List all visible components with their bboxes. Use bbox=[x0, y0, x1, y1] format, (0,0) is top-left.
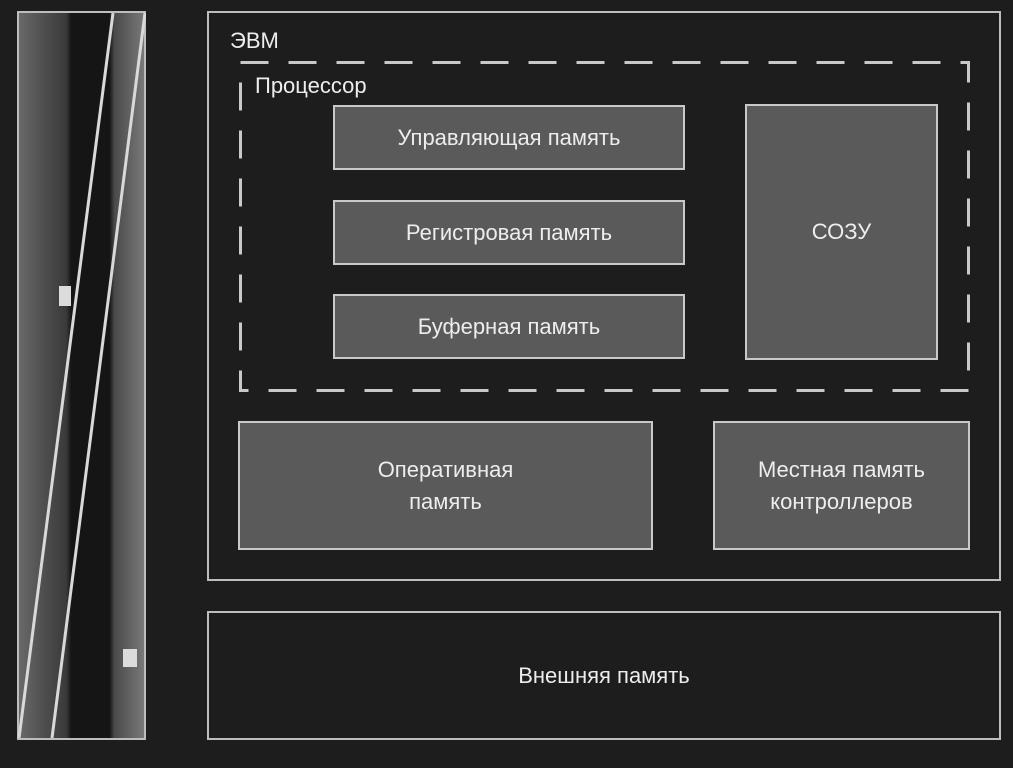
buffer-memory-label: Буферная память bbox=[417, 313, 601, 339]
memory-hierarchy-column bbox=[17, 11, 146, 740]
control-memory-block: Управляющая память bbox=[333, 105, 685, 170]
processor-box bbox=[239, 61, 970, 392]
controller-memory-label-line2: контроллеров bbox=[770, 488, 913, 514]
register-memory-block: Регистровая память bbox=[333, 200, 685, 265]
diagonal-line-right bbox=[50, 12, 146, 739]
main-memory-block: Оперативная память bbox=[238, 421, 653, 550]
external-memory-box: Внешняя память bbox=[207, 611, 1001, 740]
controller-memory-block: Местная память контроллеров bbox=[713, 421, 970, 550]
evm-box bbox=[207, 11, 1001, 581]
register-memory-label: Регистровая память bbox=[405, 219, 613, 245]
controller-memory-label-line1: Местная память bbox=[757, 456, 926, 482]
processor-label: Процессор bbox=[255, 73, 367, 98]
control-memory-label: Управляющая память bbox=[397, 124, 621, 150]
slow-marker-icon bbox=[123, 649, 137, 667]
sozu-block: СОЗУ bbox=[745, 104, 938, 360]
main-memory-label-line2: память bbox=[409, 488, 482, 514]
buffer-memory-block: Буферная память bbox=[333, 294, 685, 359]
external-memory-label: Внешняя память bbox=[518, 662, 690, 688]
fast-marker-icon bbox=[59, 286, 71, 306]
main-memory-label-line1: Оперативная bbox=[377, 456, 514, 482]
sozu-label: СОЗУ bbox=[811, 219, 872, 244]
diagonal-line-left bbox=[17, 12, 115, 739]
evm-label: ЭВМ bbox=[230, 28, 279, 53]
